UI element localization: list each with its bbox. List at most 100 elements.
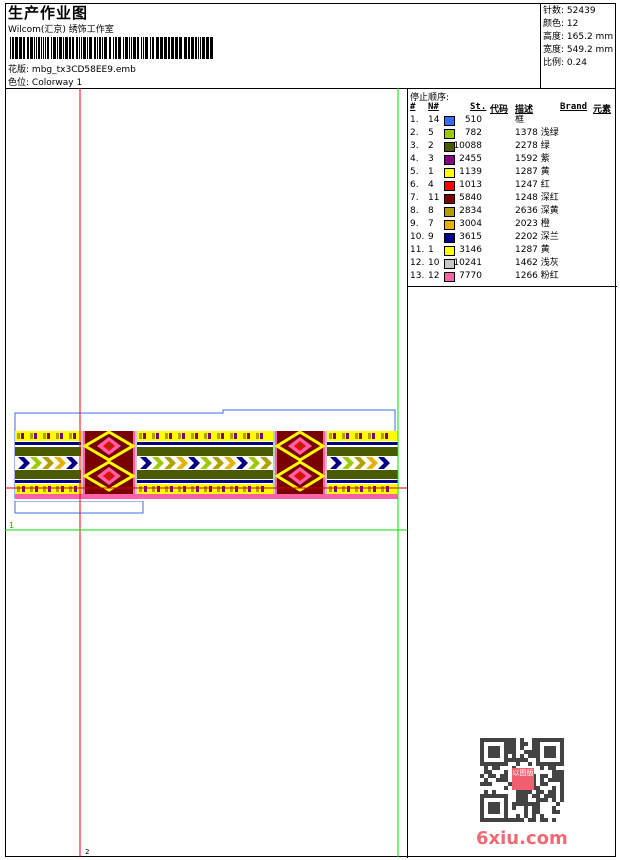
border-motif xyxy=(43,486,46,492)
barcode-bar xyxy=(79,37,80,59)
qr-module xyxy=(516,790,520,794)
qr-module xyxy=(524,742,528,746)
barcode-bar xyxy=(206,37,209,59)
qr-module xyxy=(560,742,564,746)
table-row: 4. 3 2455 1592 紫 xyxy=(408,153,617,166)
chevron xyxy=(200,457,212,469)
border-motif xyxy=(48,486,51,492)
table-row: 6. 4 1013 1247 红 xyxy=(408,179,617,192)
qr-module xyxy=(532,786,536,790)
qr-module xyxy=(508,746,512,750)
grey-divider xyxy=(135,431,137,494)
qr-module xyxy=(532,782,536,786)
file-label: 花版: xyxy=(8,65,30,75)
table-row: 13. 12 7770 1266 粉红 xyxy=(408,270,617,283)
qr-module xyxy=(504,818,508,822)
olive-stripe xyxy=(327,447,398,456)
qr-module xyxy=(536,810,540,814)
qr-module xyxy=(552,766,556,770)
qr-module xyxy=(484,766,488,770)
qr-module xyxy=(536,806,540,810)
seal-stamp: 以图版 xyxy=(512,768,534,790)
row-stitches: 3146 xyxy=(459,245,482,255)
qr-module xyxy=(496,738,500,742)
qr-module xyxy=(488,806,492,810)
border-motif xyxy=(208,433,211,439)
qr-module xyxy=(480,818,484,822)
grey-divider xyxy=(273,431,275,494)
qr-module xyxy=(536,758,540,762)
info-label: 比例: xyxy=(543,58,565,68)
border-motif xyxy=(143,433,146,439)
qr-module xyxy=(508,758,512,762)
col-desc: 描述 xyxy=(515,105,534,115)
qr-module xyxy=(560,762,564,766)
barcode-bar xyxy=(53,37,56,59)
company-name: Wilcom(汇京) 绣饰工作室 xyxy=(8,25,114,35)
barcode-bar xyxy=(83,37,86,59)
col-num: # xyxy=(410,102,416,112)
barcode-bar xyxy=(81,37,82,59)
olive-stripe xyxy=(15,447,85,456)
qr-module xyxy=(488,762,492,766)
barcode-bar xyxy=(202,37,205,59)
qr-module xyxy=(532,814,536,818)
qr-module xyxy=(528,750,532,754)
barcode-bar xyxy=(129,37,130,59)
barcode-bar xyxy=(125,37,128,59)
colorway-value: Colorway 1 xyxy=(31,78,83,88)
qr-module xyxy=(528,790,532,794)
qr-module xyxy=(536,754,540,758)
qr-module xyxy=(488,794,492,798)
qr-module xyxy=(492,746,496,750)
qr-module xyxy=(500,818,504,822)
barcode-bar xyxy=(97,37,98,59)
qr-module xyxy=(504,794,508,798)
qr-module xyxy=(560,794,564,798)
qr-module xyxy=(532,802,536,806)
qr-module xyxy=(532,738,536,742)
border-motif xyxy=(73,433,76,439)
border-motif xyxy=(329,486,332,492)
row-num: 10. xyxy=(410,232,425,242)
qr-module xyxy=(516,802,520,806)
barcode-bar xyxy=(104,37,107,59)
qr-module xyxy=(512,742,516,746)
border-motif xyxy=(347,486,350,492)
qr-module xyxy=(520,746,524,750)
qr-module xyxy=(500,794,504,798)
navy-dots xyxy=(327,442,398,445)
qr-module xyxy=(512,754,516,758)
qr-module xyxy=(544,794,548,798)
qr-module xyxy=(516,814,520,818)
barcode xyxy=(10,37,213,59)
qr-module xyxy=(504,810,508,814)
qr-module xyxy=(524,810,528,814)
qr-module xyxy=(548,778,552,782)
barcode-bar xyxy=(12,37,14,59)
border-motif xyxy=(243,486,246,492)
border-motif xyxy=(209,486,212,492)
border-motif xyxy=(256,486,259,492)
barcode-bar xyxy=(131,37,132,59)
barcode-bar xyxy=(45,37,46,59)
barcode-bar xyxy=(156,37,159,59)
color-swatch xyxy=(444,129,455,139)
barcode-bar xyxy=(171,37,174,59)
border-motif xyxy=(247,433,250,439)
border-motif xyxy=(217,486,220,492)
border-motif xyxy=(170,486,173,492)
qr-module xyxy=(484,778,488,782)
barcode-bar xyxy=(179,37,182,59)
qr-module xyxy=(524,794,528,798)
border-motif xyxy=(157,486,160,492)
table-row: 12. 10 10241 1462 浅灰 xyxy=(408,257,617,270)
border-motif xyxy=(74,486,77,492)
diamond-outline xyxy=(82,430,136,462)
row-description: 1378 浅绿 xyxy=(515,128,559,138)
qr-module xyxy=(560,774,564,778)
info-value: 52439 xyxy=(566,6,596,16)
qr-module xyxy=(544,754,548,758)
border-motif xyxy=(196,486,199,492)
qr-module xyxy=(516,762,520,766)
